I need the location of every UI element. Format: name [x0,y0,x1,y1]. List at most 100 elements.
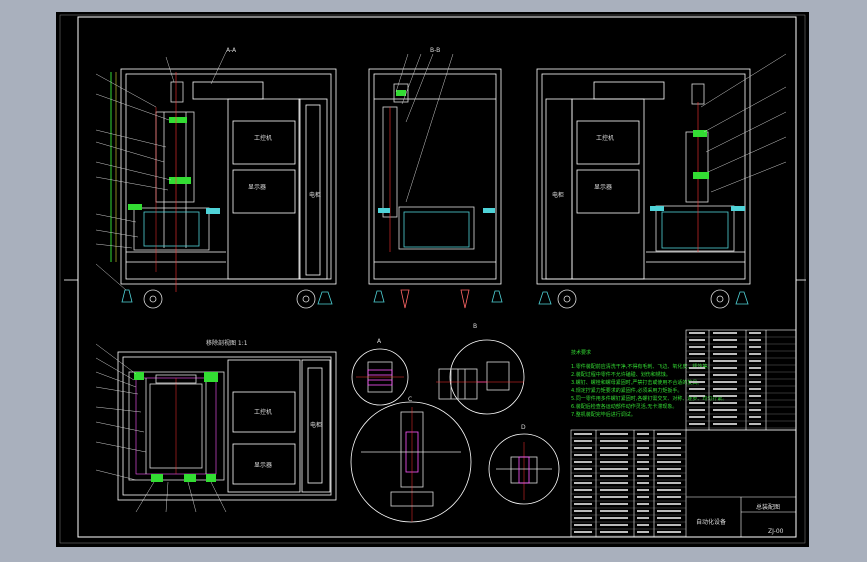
table-cell-entry [713,360,737,362]
table-cell-entry [600,524,628,526]
table-cell-entry [689,332,705,334]
table-cell-entry [600,433,628,435]
table-cell-entry [749,367,761,369]
note-7: 7.整机装配完毕后进行调试。 [571,411,636,418]
table-cell-entry [749,423,761,425]
detail-d [488,433,560,505]
table-cell-entry [637,517,649,519]
side-feet [373,289,503,309]
table-cell-entry [689,367,705,369]
table-cell-entry [637,524,649,526]
table-cell-entry [657,510,681,512]
top-leaders [95,343,227,513]
table-cell-entry [749,416,761,418]
top-view-title: 移除剖视图 1:1 [206,339,248,347]
note-6: 6.装配后检查各运动部件动作灵活,无卡滞现象。 [571,403,677,410]
table-cell-entry [657,468,681,470]
note-3: 3.螺钉、螺栓和螺母紧固时,严禁打击或使用不合适的旋具。 [571,379,702,386]
section-b-label: B-B [430,47,440,54]
table-cell-entry [637,433,649,435]
table-cell-entry [637,482,649,484]
detail-a [351,348,409,406]
title-block-company: 自动化设备 [696,518,726,526]
table-cell-entry [574,468,592,470]
table-cell-entry [713,367,737,369]
front-panel-top-label: 工控机 [254,134,272,142]
table-cell-entry [657,531,681,533]
table-cell-entry [574,440,592,442]
table-cell-entry [749,395,761,397]
drawing-sheet: A-A 工控机 显示器 电柜 B-B [56,12,809,547]
table-cell-entry [574,531,592,533]
front-view [110,68,337,292]
table-cell-entry [689,381,705,383]
table-cell-entry [637,496,649,498]
table-cell-entry [689,374,705,376]
title-block-name: 总装配图 [756,503,780,511]
detail-b [436,339,525,415]
table-cell-entry [637,440,649,442]
table-cell-entry [689,346,705,348]
table-cell-entry [689,402,705,404]
table-cell-entry [637,468,649,470]
table-cell-entry [574,447,592,449]
table-cell-entry [689,388,705,390]
table-cell-entry [749,346,761,348]
parts-list [570,329,797,538]
table-cell-entry [637,489,649,491]
table-cell-entry [657,482,681,484]
table-cell-entry [637,503,649,505]
front-leaders [95,51,227,291]
side-leaders [395,53,454,203]
table-cell-entry [749,381,761,383]
notes-title: 技术要求 [571,349,591,356]
table-cell-entry [713,381,737,383]
note-5: 5.同一零件用多件螺钉紧固时,各螺钉需交叉、对称、逐步、均匀拧紧。 [571,395,727,402]
table-cell-entry [749,332,761,334]
table-cell-entry [689,416,705,418]
table-cell-entry [657,489,681,491]
table-cell-entry [574,510,592,512]
table-cell-entry [749,360,761,362]
front-side-label: 电柜 [309,191,321,199]
table-cell-entry [574,489,592,491]
table-cell-entry [600,510,628,512]
table-cell-entry [713,416,737,418]
rear-side-label: 电柜 [552,191,564,199]
table-cell-entry [574,503,592,505]
table-cell-entry [600,489,628,491]
detail-c-label: C [408,396,412,403]
top-panel-upper-label: 工控机 [254,408,272,416]
table-cell-entry [689,353,705,355]
table-cell-entry [574,482,592,484]
table-cell-entry [749,339,761,341]
table-cell-entry [574,517,592,519]
table-cell-entry [713,374,737,376]
table-cell-entry [637,454,649,456]
table-cell-entry [657,433,681,435]
table-cell-entry [637,531,649,533]
table-cell-entry [713,409,737,411]
table-cell-entry [574,475,592,477]
rear-view [536,68,751,285]
front-casters [121,289,333,309]
table-cell-entry [713,346,737,348]
detail-b-label: B [473,323,477,330]
side-view [368,68,502,285]
table-cell-entry [600,496,628,498]
table-cell-entry [657,517,681,519]
table-cell-entry [600,475,628,477]
table-cell-entry [600,503,628,505]
table-cell-entry [749,374,761,376]
parts-list-rows [571,336,796,537]
table-cell-entry [689,360,705,362]
rear-panel-top-label: 工控机 [596,134,614,142]
table-cell-entry [689,395,705,397]
table-cell-entry [689,339,705,341]
table-cell-entry [749,388,761,390]
table-cell-entry [657,475,681,477]
table-cell-entry [713,339,737,341]
note-4: 4.规定拧紧力矩要求的紧固件,必须采用力矩扳手。 [571,387,682,394]
title-block-drawing-no: ZJ-00 [768,528,784,535]
table-cell-entry [689,423,705,425]
